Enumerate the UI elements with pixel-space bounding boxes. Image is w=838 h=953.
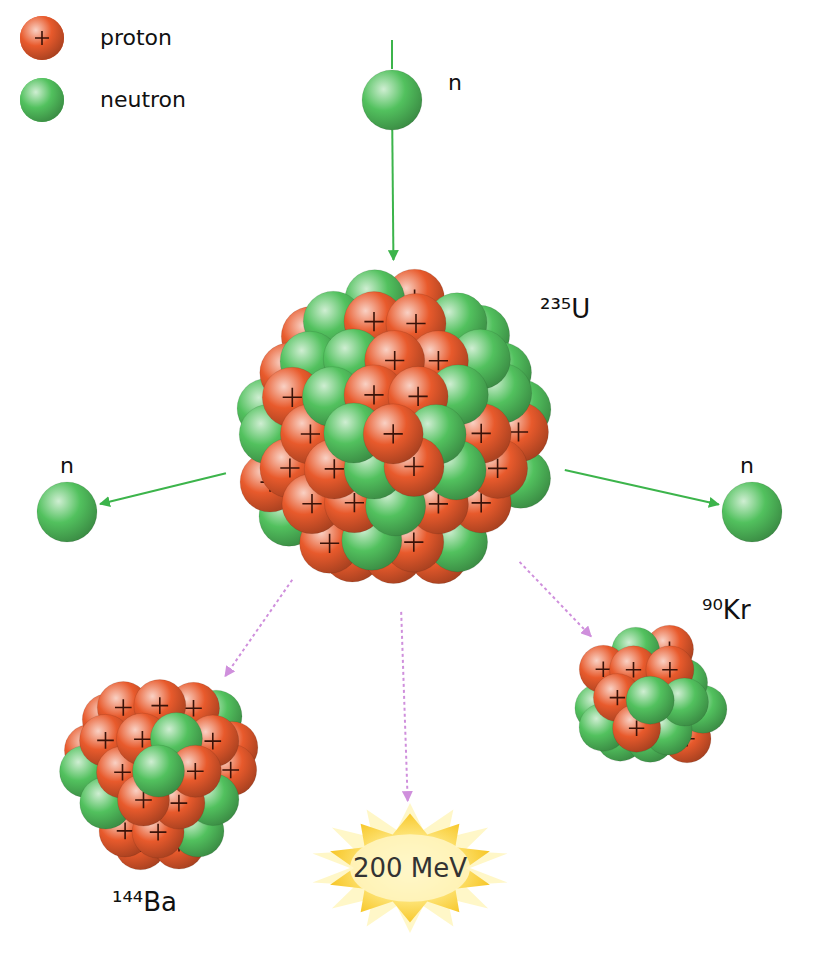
plus-sign — [185, 700, 202, 717]
swatch-base — [20, 78, 64, 122]
particle — [363, 404, 423, 464]
plus-sign — [626, 662, 641, 677]
neutron-sphere — [722, 482, 782, 542]
burst-core — [350, 834, 470, 902]
legend-label: neutron — [100, 77, 186, 123]
reaction-arrow — [520, 562, 592, 637]
legend-entry: proton — [19, 15, 319, 61]
nucleus-node: ⁹⁰Kr — [570, 618, 734, 782]
burst-star — [330, 813, 490, 922]
legend-label: proton — [100, 15, 172, 61]
plus-sign — [171, 795, 188, 812]
plus-sign — [280, 458, 299, 477]
plus-sign — [35, 31, 49, 45]
neutron-track — [391, 40, 393, 69]
swatch-base — [20, 16, 64, 60]
nucleus-node: ¹⁴⁴Ba — [52, 662, 268, 878]
energy-burst: 200 MeV — [310, 803, 510, 933]
plus-sign — [409, 387, 428, 406]
reaction-arrow — [401, 612, 408, 801]
neutron-sphere — [133, 745, 185, 797]
plus-sign — [662, 662, 677, 677]
plus-sign — [151, 697, 168, 714]
reaction-arrow — [100, 473, 226, 504]
particle — [37, 482, 97, 542]
particle — [722, 482, 782, 542]
neutron-sphere — [362, 70, 422, 130]
plus-sign — [472, 424, 491, 443]
nucleus-drawing — [52, 662, 268, 878]
neutron-drawing — [722, 482, 782, 542]
proton-sphere — [363, 404, 423, 464]
nucleus-node: ²³⁵U — [225, 262, 565, 602]
neutron-node: n — [722, 482, 782, 542]
particle — [133, 745, 185, 797]
plus-sign — [301, 424, 320, 443]
energy-label: 200 MeV — [353, 853, 467, 883]
plus-sign — [610, 690, 625, 705]
plus-sign — [384, 424, 403, 443]
neutron-drawing — [37, 482, 97, 542]
burst-glow — [313, 803, 508, 933]
plus-sign — [150, 824, 167, 841]
isotope-label: ⁹⁰Kr — [702, 596, 751, 626]
legend-swatch — [19, 77, 65, 123]
plus-sign — [204, 733, 221, 750]
plus-sign — [404, 533, 423, 552]
reaction-arrow — [565, 470, 719, 505]
neutron-node: n — [362, 70, 422, 130]
particle — [626, 676, 674, 724]
plus-sign — [283, 388, 302, 407]
reaction-arrow — [392, 130, 393, 260]
plus-sign — [364, 312, 383, 331]
plus-sign — [596, 662, 611, 677]
plus-sign — [134, 731, 151, 748]
plus-sign — [320, 534, 339, 553]
plus-sign — [406, 314, 425, 333]
plus-sign — [115, 699, 132, 716]
plus-sign — [325, 459, 344, 478]
particle-label: n — [60, 453, 74, 478]
plus-sign — [302, 494, 321, 513]
neutron-drawing — [362, 70, 422, 130]
neutron-sphere — [37, 482, 97, 542]
plus-sign — [114, 764, 131, 781]
swatch-shading — [20, 16, 64, 60]
plus-sign — [385, 351, 404, 370]
legend-swatch — [19, 15, 65, 61]
neutron-node: n — [37, 482, 97, 542]
reaction-arrow — [225, 580, 292, 677]
isotope-label: ²³⁵U — [540, 295, 590, 325]
plus-sign — [187, 763, 204, 780]
plus-sign — [364, 385, 383, 404]
plus-sign — [97, 732, 114, 749]
isotope-label: ¹⁴⁴Ba — [112, 888, 177, 918]
particle — [362, 70, 422, 130]
particle-label: n — [448, 70, 462, 95]
neutron-sphere — [626, 676, 674, 724]
legend-entry: neutron — [19, 77, 319, 123]
plus-sign — [509, 422, 528, 441]
particle-label: n — [740, 453, 754, 478]
nucleus-drawing — [570, 618, 734, 782]
swatch-shading — [20, 78, 64, 122]
nucleus-drawing — [225, 262, 565, 602]
